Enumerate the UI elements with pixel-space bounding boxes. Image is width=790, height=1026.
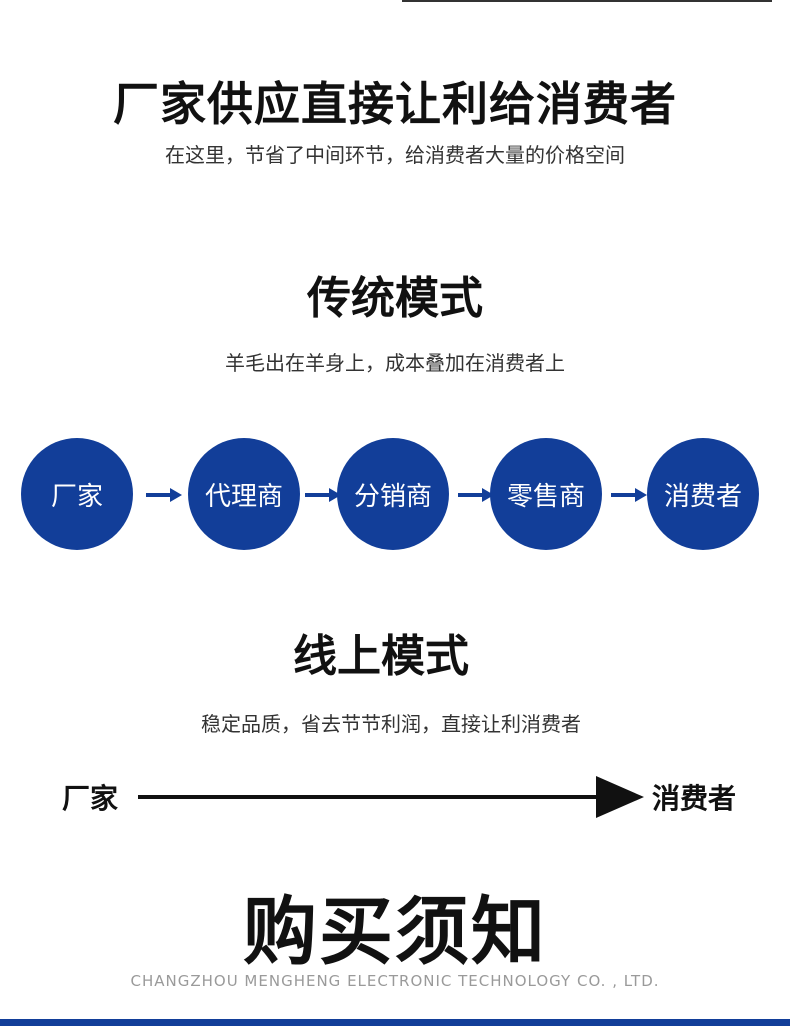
- chain-arrow-icon: [146, 488, 182, 502]
- chain-node-label: 厂家: [50, 481, 103, 512]
- top-divider-line: [402, 0, 772, 2]
- chain-node-label: 消费者: [663, 481, 742, 512]
- chain-node-label: 分销商: [353, 481, 432, 512]
- chain-node-manufacturer: 厂家: [21, 438, 133, 550]
- bottom-accent-bar: [0, 1019, 790, 1026]
- purchase-notice-title: 购买须知: [243, 889, 547, 975]
- online-mode-subtitle: 稳定品质，省去节节利润，直接让利消费者: [201, 712, 581, 736]
- chain-node-label: 零售商: [506, 481, 585, 512]
- chain-node-distributor: 分销商: [337, 438, 449, 550]
- online-to-label: 消费者: [652, 782, 737, 815]
- chain-node-retailer: 零售商: [490, 438, 602, 550]
- chain-arrow-icon: [458, 488, 494, 502]
- chain-node-label: 代理商: [204, 481, 283, 512]
- chain-node-agent: 代理商: [188, 438, 300, 550]
- headline-subtitle: 在这里，节省了中间环节，给消费者大量的价格空间: [165, 143, 625, 167]
- direct-arrow-icon: [138, 776, 644, 818]
- headline: 厂家供应直接让利给消费者: [113, 77, 677, 131]
- traditional-mode-subtitle: 羊毛出在羊身上，成本叠加在消费者上: [225, 351, 565, 375]
- chain-arrow-icon: [305, 488, 341, 502]
- chain-node-consumer: 消费者: [647, 438, 759, 550]
- online-from-label: 厂家: [62, 782, 119, 815]
- company-name: CHANGZHOU MENGHENG ELECTRONIC TECHNOLOGY…: [130, 972, 660, 990]
- traditional-mode-title: 传统模式: [307, 273, 483, 324]
- online-mode-title: 线上模式: [293, 631, 469, 682]
- chain-arrow-icon: [611, 488, 647, 502]
